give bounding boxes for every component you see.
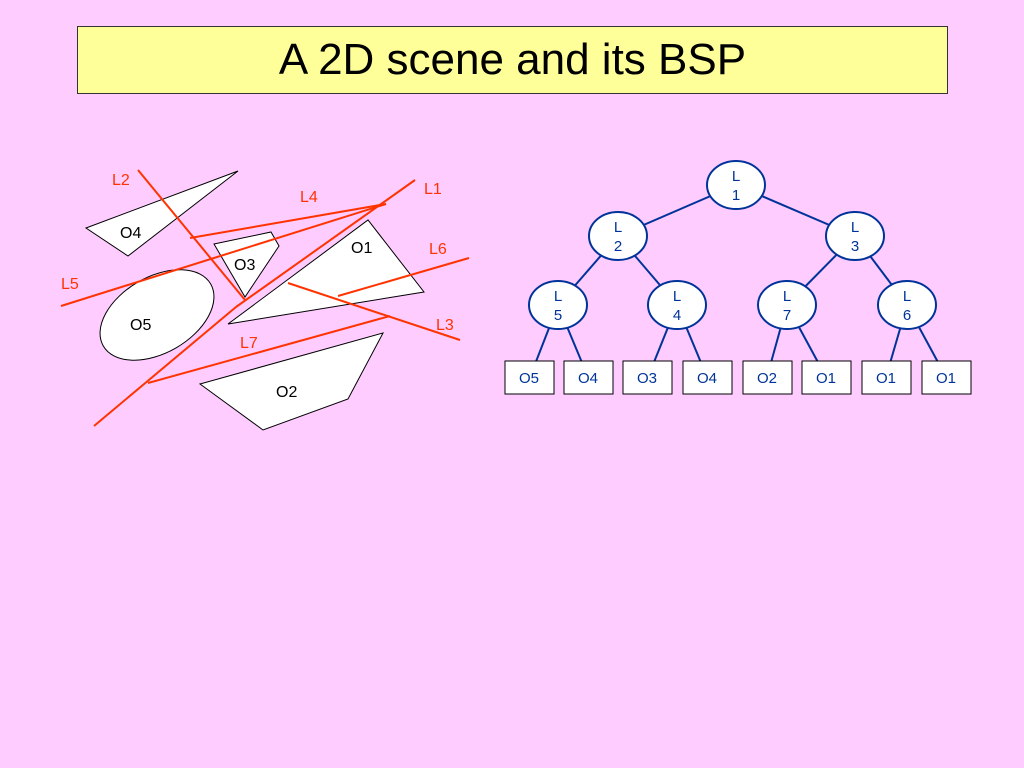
tree-leaf-label: O5 [519,370,539,387]
object-o5-label: O5 [130,317,151,334]
tree-leaf-label: O4 [578,370,598,387]
tree-node-l5-top: L [554,288,562,305]
tree-leaf-o1-third: O1 [921,360,972,395]
tree-node-l4: L 4 [647,280,707,330]
object-o3-label: O3 [234,257,255,274]
tree-node-l6-bottom: 6 [903,307,911,324]
line-l1-label: L1 [424,181,442,198]
line-l1 [235,179,416,308]
tree-leaf-o4: O4 [563,360,614,395]
line-l5-lower [93,306,237,427]
tree-node-l4-top: L [673,288,681,305]
object-o2-label: O2 [276,384,297,401]
tree-node-l7: L 7 [757,280,817,330]
object-o1-shape [227,219,425,325]
object-o3-shape [213,231,280,298]
tree-node-l4-bottom: 4 [673,307,681,324]
tree-node-l2: L 2 [588,211,648,261]
object-o5-shape [99,269,215,361]
line-l2-label: L2 [112,172,130,189]
line-l3 [287,282,461,341]
tree-node-l1: L 1 [706,160,766,210]
tree-node-l6-top: L [903,288,911,305]
tree-node-l1-top: L [732,168,740,185]
tree-node-l7-bottom: 7 [783,307,791,324]
tree-node-l2-bottom: 2 [614,238,622,255]
object-o2-shape [198,332,384,431]
tree-leaf-o2: O2 [742,360,793,395]
tree-node-l1-bottom: 1 [732,187,740,204]
tree-leaf-o3: O3 [622,360,673,395]
tree-node-l5: L 5 [528,280,588,330]
line-l2 [137,169,246,301]
line-l4 [189,203,387,239]
tree-leaf-label: O2 [757,370,777,387]
tree-node-l3-top: L [851,219,859,236]
object-o4-label: O4 [120,225,141,242]
tree-leaf-label: O1 [876,370,896,387]
tree-leaf-o5: O5 [504,360,555,395]
tree-node-l7-top: L [783,288,791,305]
line-l4-label: L4 [300,189,318,206]
tree-leaf-o1: O1 [801,360,852,395]
tree-leaf-label: O3 [637,370,657,387]
line-l5 [60,203,387,307]
line-l6-label: L6 [429,241,447,258]
tree-node-l2-top: L [614,219,622,236]
object-o1-label: O1 [351,240,372,257]
tree-node-l3: L 3 [825,211,885,261]
scene: L2 L4 L1 L6 L5 L3 L7 O4 O3 O1 O5 O2 [60,169,470,431]
tree-leaf-o4-second: O4 [682,360,733,395]
tree-leaf-o1-second: O1 [861,360,912,395]
bsp-tree: L 1 L 2 L 3 L 5 L 4 L 7 L [504,160,972,395]
tree-leaf-label: O1 [816,370,836,387]
tree-node-l3-bottom: 3 [851,238,859,255]
tree-edges [529,184,947,378]
line-l7 [147,315,391,384]
page-title: A 2D scene and its BSP [278,35,747,84]
title-box: A 2D scene and its BSP [77,26,948,94]
tree-node-l6: L 6 [877,280,937,330]
tree-leaf-label: O1 [936,370,956,387]
line-l3-label: L3 [436,317,454,334]
tree-node-l5-bottom: 5 [554,307,562,324]
line-l5-label: L5 [61,276,79,293]
tree-leaf-label: O4 [697,370,717,387]
line-l7-label: L7 [240,335,258,352]
line-l6 [337,257,470,297]
